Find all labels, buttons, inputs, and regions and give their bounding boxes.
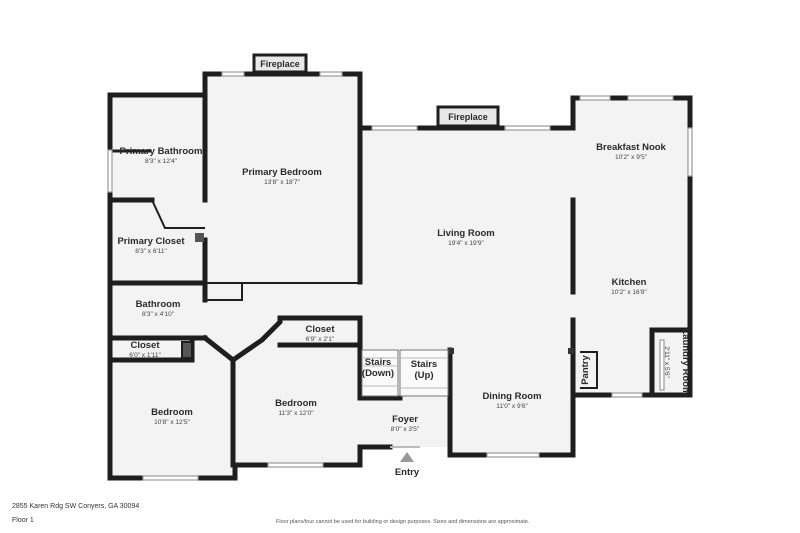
room-living-room: Living Room 19'4" x 19'9" (437, 228, 495, 247)
room-dims: 8'3" x 6'11" (135, 248, 167, 255)
room-dims: 2'11" x 5'6" (663, 346, 670, 378)
room-closet-mid: Closet 6'9" x 2'1" (305, 324, 335, 343)
room-name: Bedroom (275, 398, 317, 409)
room-dims: 11'3" x 12'0" (278, 410, 314, 417)
room-dims: 10'8" x 12'5" (154, 419, 190, 426)
entry-label: Entry (395, 467, 420, 478)
room-name: Living Room (437, 228, 495, 239)
room-name: Primary Closet (117, 236, 185, 247)
entry-arrow-icon (400, 452, 414, 462)
room-closet-left: Closet 6'0" x 1'11" (129, 340, 161, 359)
room-name: Laundry Room (680, 328, 691, 395)
room-bedroom-left: Bedroom 10'8" x 12'5" (151, 407, 193, 426)
room-stairs-up: Stairs(Up) (411, 359, 437, 381)
fireplace-bedroom: Fireplace (252, 53, 308, 74)
room-kitchen: Kitchen 10'2" x 16'8" (611, 277, 647, 296)
room-name: Primary Bathroom (120, 146, 203, 157)
room-bedroom-mid: Bedroom 11'3" x 12'0" (275, 398, 317, 417)
floor-label: Floor 1 (12, 517, 34, 524)
room-dims: 19'4" x 19'9" (448, 240, 484, 247)
room-name: Stairs(Down) (362, 357, 394, 379)
room-primary-bedroom: Primary Bedroom 13'8" x 18'7" (242, 167, 322, 186)
room-breakfast-nook: Breakfast Nook 10'2" x 9'5" (596, 142, 666, 161)
room-dims: 6'0" x 1'11" (129, 352, 161, 359)
room-dims: 8'3" x 12'4" (145, 158, 178, 165)
room-laundry: Laundry Room 2'11" x 5'6" (663, 328, 691, 395)
room-stairs-down: Stairs(Down) (362, 357, 394, 379)
room-name: Primary Bedroom (242, 167, 322, 178)
room-name: Bathroom (136, 299, 181, 310)
room-foyer: Foyer 8'0" x 3'5" (391, 414, 420, 433)
room-dims: 10'2" x 16'8" (611, 289, 647, 296)
room-primary-closet: Primary Closet 8'3" x 6'11" (117, 236, 185, 255)
fireplace-label: Fireplace (448, 112, 488, 122)
room-dims: 8'3" x 4'10" (142, 311, 175, 318)
room-name: Stairs(Up) (411, 359, 437, 381)
entry-marker: Entry (390, 446, 420, 478)
room-name: Closet (130, 340, 160, 351)
room-name: Dining Room (482, 391, 541, 402)
room-dims: 8'0" x 3'5" (391, 426, 420, 433)
room-name: Pantry (580, 355, 591, 385)
address-text: 2855 Karen Rdg SW Conyers, GA 30094 (12, 503, 140, 510)
room-name: Bedroom (151, 407, 193, 418)
floor-fill (110, 74, 690, 478)
room-bathroom: Bathroom 8'3" x 4'10" (136, 299, 181, 318)
room-name: Kitchen (612, 277, 647, 288)
room-name: Closet (305, 324, 335, 335)
windows (107, 71, 693, 481)
stairs (361, 349, 449, 397)
room-dining-room: Dining Room 11'0" x 9'6" (482, 391, 541, 410)
disclaimer-text: Floor plans/tour cannot be used for buil… (276, 519, 530, 525)
room-dims: 10'2" x 9'5" (615, 154, 648, 161)
room-dims: 6'9" x 2'1" (306, 336, 335, 343)
interior-walls (107, 92, 693, 468)
fireplace-label: Fireplace (260, 59, 300, 69)
fireplace-living: Fireplace (436, 105, 500, 128)
room-dims: 13'8" x 18'7" (264, 179, 300, 186)
room-primary-bathroom: Primary Bathroom 8'3" x 12'4" (120, 146, 203, 165)
room-dims: 11'0" x 9'6" (496, 403, 528, 410)
room-name: Foyer (392, 414, 418, 425)
room-name: Breakfast Nook (596, 142, 666, 153)
room-pantry: Pantry (580, 355, 591, 385)
